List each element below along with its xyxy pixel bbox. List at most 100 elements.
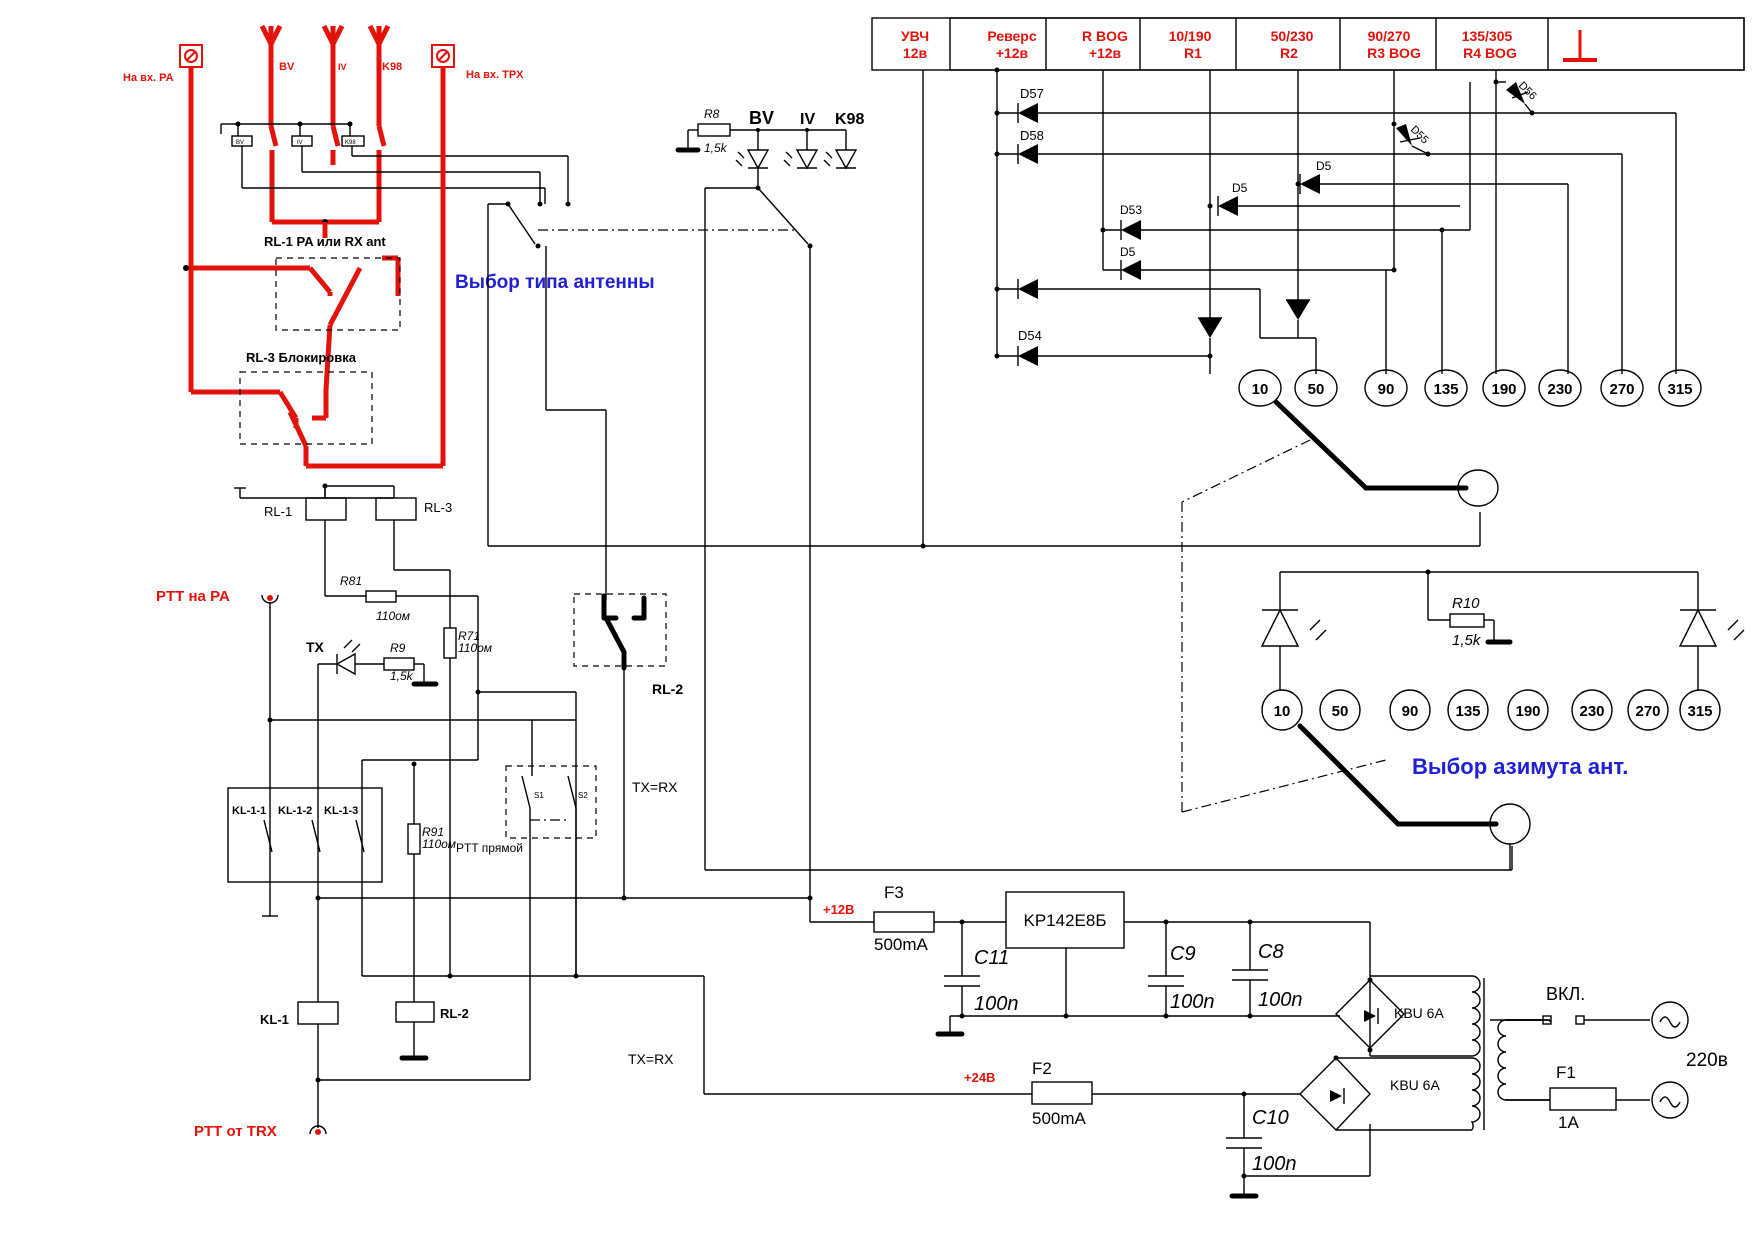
position-contact[interactable]: 230 [1571, 689, 1613, 731]
rl3-coil [375, 497, 417, 521]
svg-text:100n: 100n [1258, 989, 1303, 1011]
resistor-r91 [407, 823, 421, 855]
s1-s2-switch-box[interactable] [505, 765, 597, 839]
svg-text:500mA: 500mA [1032, 1109, 1087, 1128]
svg-text:KL-1-3: KL-1-3 [324, 805, 358, 817]
transformer-icon [1470, 975, 1507, 1131]
ac-source-icon [1651, 1001, 1689, 1039]
position-contact[interactable]: 315 [1679, 689, 1721, 731]
svg-text:D57: D57 [1020, 86, 1044, 101]
svg-text:TX=RX: TX=RX [632, 779, 678, 795]
svg-text:S2: S2 [578, 791, 588, 800]
svg-text:F1: F1 [1556, 1063, 1576, 1082]
azimuth-title: Выбор азимута ант. [1412, 754, 1628, 779]
svg-text:D5: D5 [1120, 245, 1136, 259]
rl1-relay-label: RL-1 PA или RX ant [264, 234, 386, 249]
position-contact[interactable]: 270 [1600, 369, 1644, 407]
svg-text:RL-2: RL-2 [652, 681, 683, 697]
svg-text:RL-2: RL-2 [440, 1006, 469, 1021]
svg-text:100n: 100n [1252, 1153, 1297, 1175]
svg-text:R2: R2 [1280, 45, 1298, 61]
svg-text:KP142E8Б: KP142E8Б [1024, 911, 1107, 930]
bridge-rectifier-2 [1299, 1055, 1371, 1132]
position-contact[interactable]: 90 [1389, 689, 1431, 731]
relay-coil-icon [341, 135, 365, 147]
svg-text:100n: 100n [974, 993, 1019, 1015]
position-contact[interactable]: 10 [1261, 689, 1303, 731]
rl1-relay-outline [275, 257, 401, 331]
svg-text:R10: R10 [1452, 595, 1480, 612]
antenna-switch-section: На вх. PA На вх. TPX BV IV K98 BV IV K [123, 24, 655, 469]
position-contact[interactable]: 230 [1538, 369, 1582, 407]
ptt-trx-jack-icon[interactable] [309, 1125, 327, 1135]
svg-text:500mA: 500mA [874, 935, 929, 954]
position-contact[interactable]: 90 [1364, 369, 1408, 407]
bridge-rectifier-1 [1335, 977, 1405, 1053]
led-k98-icon [823, 130, 858, 170]
ptt-control-section: RL-1 RL-3 R81 110ом R71 110ом PTT на PA … [156, 483, 874, 1140]
position-contact[interactable]: 10 [1238, 369, 1282, 407]
svg-text:R1: R1 [1184, 45, 1202, 61]
top-position-switch: 10 50 90 135 190 230 270 315 [1181, 369, 1702, 813]
svg-text:135: 135 [1433, 381, 1458, 398]
resistor-r8 [697, 123, 731, 137]
rl1-coil [305, 497, 347, 521]
svg-text:K98: K98 [345, 140, 356, 146]
svg-text:R BOG: R BOG [1082, 28, 1128, 44]
ptt-pa-jack-icon[interactable] [261, 594, 279, 604]
svg-text:230: 230 [1547, 381, 1572, 398]
svg-text:F3: F3 [884, 883, 904, 902]
connector-trx-icon [431, 44, 455, 68]
fuse-f1 [1549, 1087, 1617, 1111]
r8-value: 1,5k [704, 141, 728, 155]
rotary-knob-icon[interactable] [1457, 469, 1499, 507]
svg-text:IV: IV [297, 140, 303, 146]
position-contact[interactable]: 190 [1507, 689, 1549, 731]
antenna-label: BV [279, 61, 295, 73]
svg-text:R91: R91 [422, 825, 444, 839]
svg-text:110ом: 110ом [376, 609, 410, 623]
svg-text:TX: TX [306, 639, 325, 655]
ac-source-icon [1651, 1081, 1689, 1119]
position-contact[interactable]: 190 [1482, 369, 1526, 407]
svg-text:BV: BV [749, 108, 774, 128]
power-switch[interactable] [1506, 1015, 1650, 1025]
svg-text:C8: C8 [1258, 941, 1284, 963]
header-connector-table: УВЧ 12в Реверс +12в R BOG +12в 10/190 R1… [871, 17, 1745, 71]
ptt-pa-label: PTT на PA [156, 588, 230, 605]
position-contact[interactable]: 135 [1447, 689, 1489, 731]
svg-text:R9: R9 [390, 641, 406, 655]
svg-text:D5: D5 [1316, 159, 1332, 173]
svg-text:C10: C10 [1252, 1107, 1289, 1129]
position-contact[interactable]: 135 [1424, 369, 1468, 407]
resistor-r10 [1449, 613, 1485, 628]
led-az-left-icon [1260, 572, 1327, 690]
svg-text:RL-1: RL-1 [264, 504, 292, 519]
svg-text:BV: BV [236, 140, 244, 146]
fuse-f2 [1031, 1081, 1093, 1105]
svg-text:100n: 100n [1170, 991, 1215, 1013]
svg-text:270: 270 [1609, 381, 1634, 398]
svg-text:Реверс: Реверс [987, 28, 1037, 44]
regulator-ic [1005, 891, 1125, 949]
svg-text:90/270: 90/270 [1368, 28, 1411, 44]
svg-text:D53: D53 [1120, 203, 1142, 217]
svg-text:315: 315 [1667, 381, 1692, 398]
position-contact[interactable]: 315 [1658, 369, 1702, 407]
header-cell: УВЧ 12в [901, 28, 929, 61]
rl2-switch-outline [573, 593, 667, 667]
header-cell: 50/230 R2 [1271, 28, 1314, 61]
led-az-right-icon [1678, 572, 1745, 690]
header-cell: 90/270 R3 BOG [1367, 28, 1421, 61]
svg-text:1,5k: 1,5k [390, 669, 414, 683]
svg-text:D5: D5 [1232, 181, 1248, 195]
svg-text:10: 10 [1274, 703, 1291, 720]
antenna-label: IV [338, 62, 347, 72]
svg-text:RL-3: RL-3 [424, 500, 452, 515]
svg-text:S1: S1 [534, 791, 544, 800]
position-contact[interactable]: 50 [1319, 689, 1361, 731]
header-cell: 135/305 R4 BOG [1462, 28, 1517, 61]
position-contact[interactable]: 270 [1627, 689, 1669, 731]
kl1-contact-box [227, 787, 383, 883]
position-contact[interactable]: 50 [1294, 369, 1338, 407]
